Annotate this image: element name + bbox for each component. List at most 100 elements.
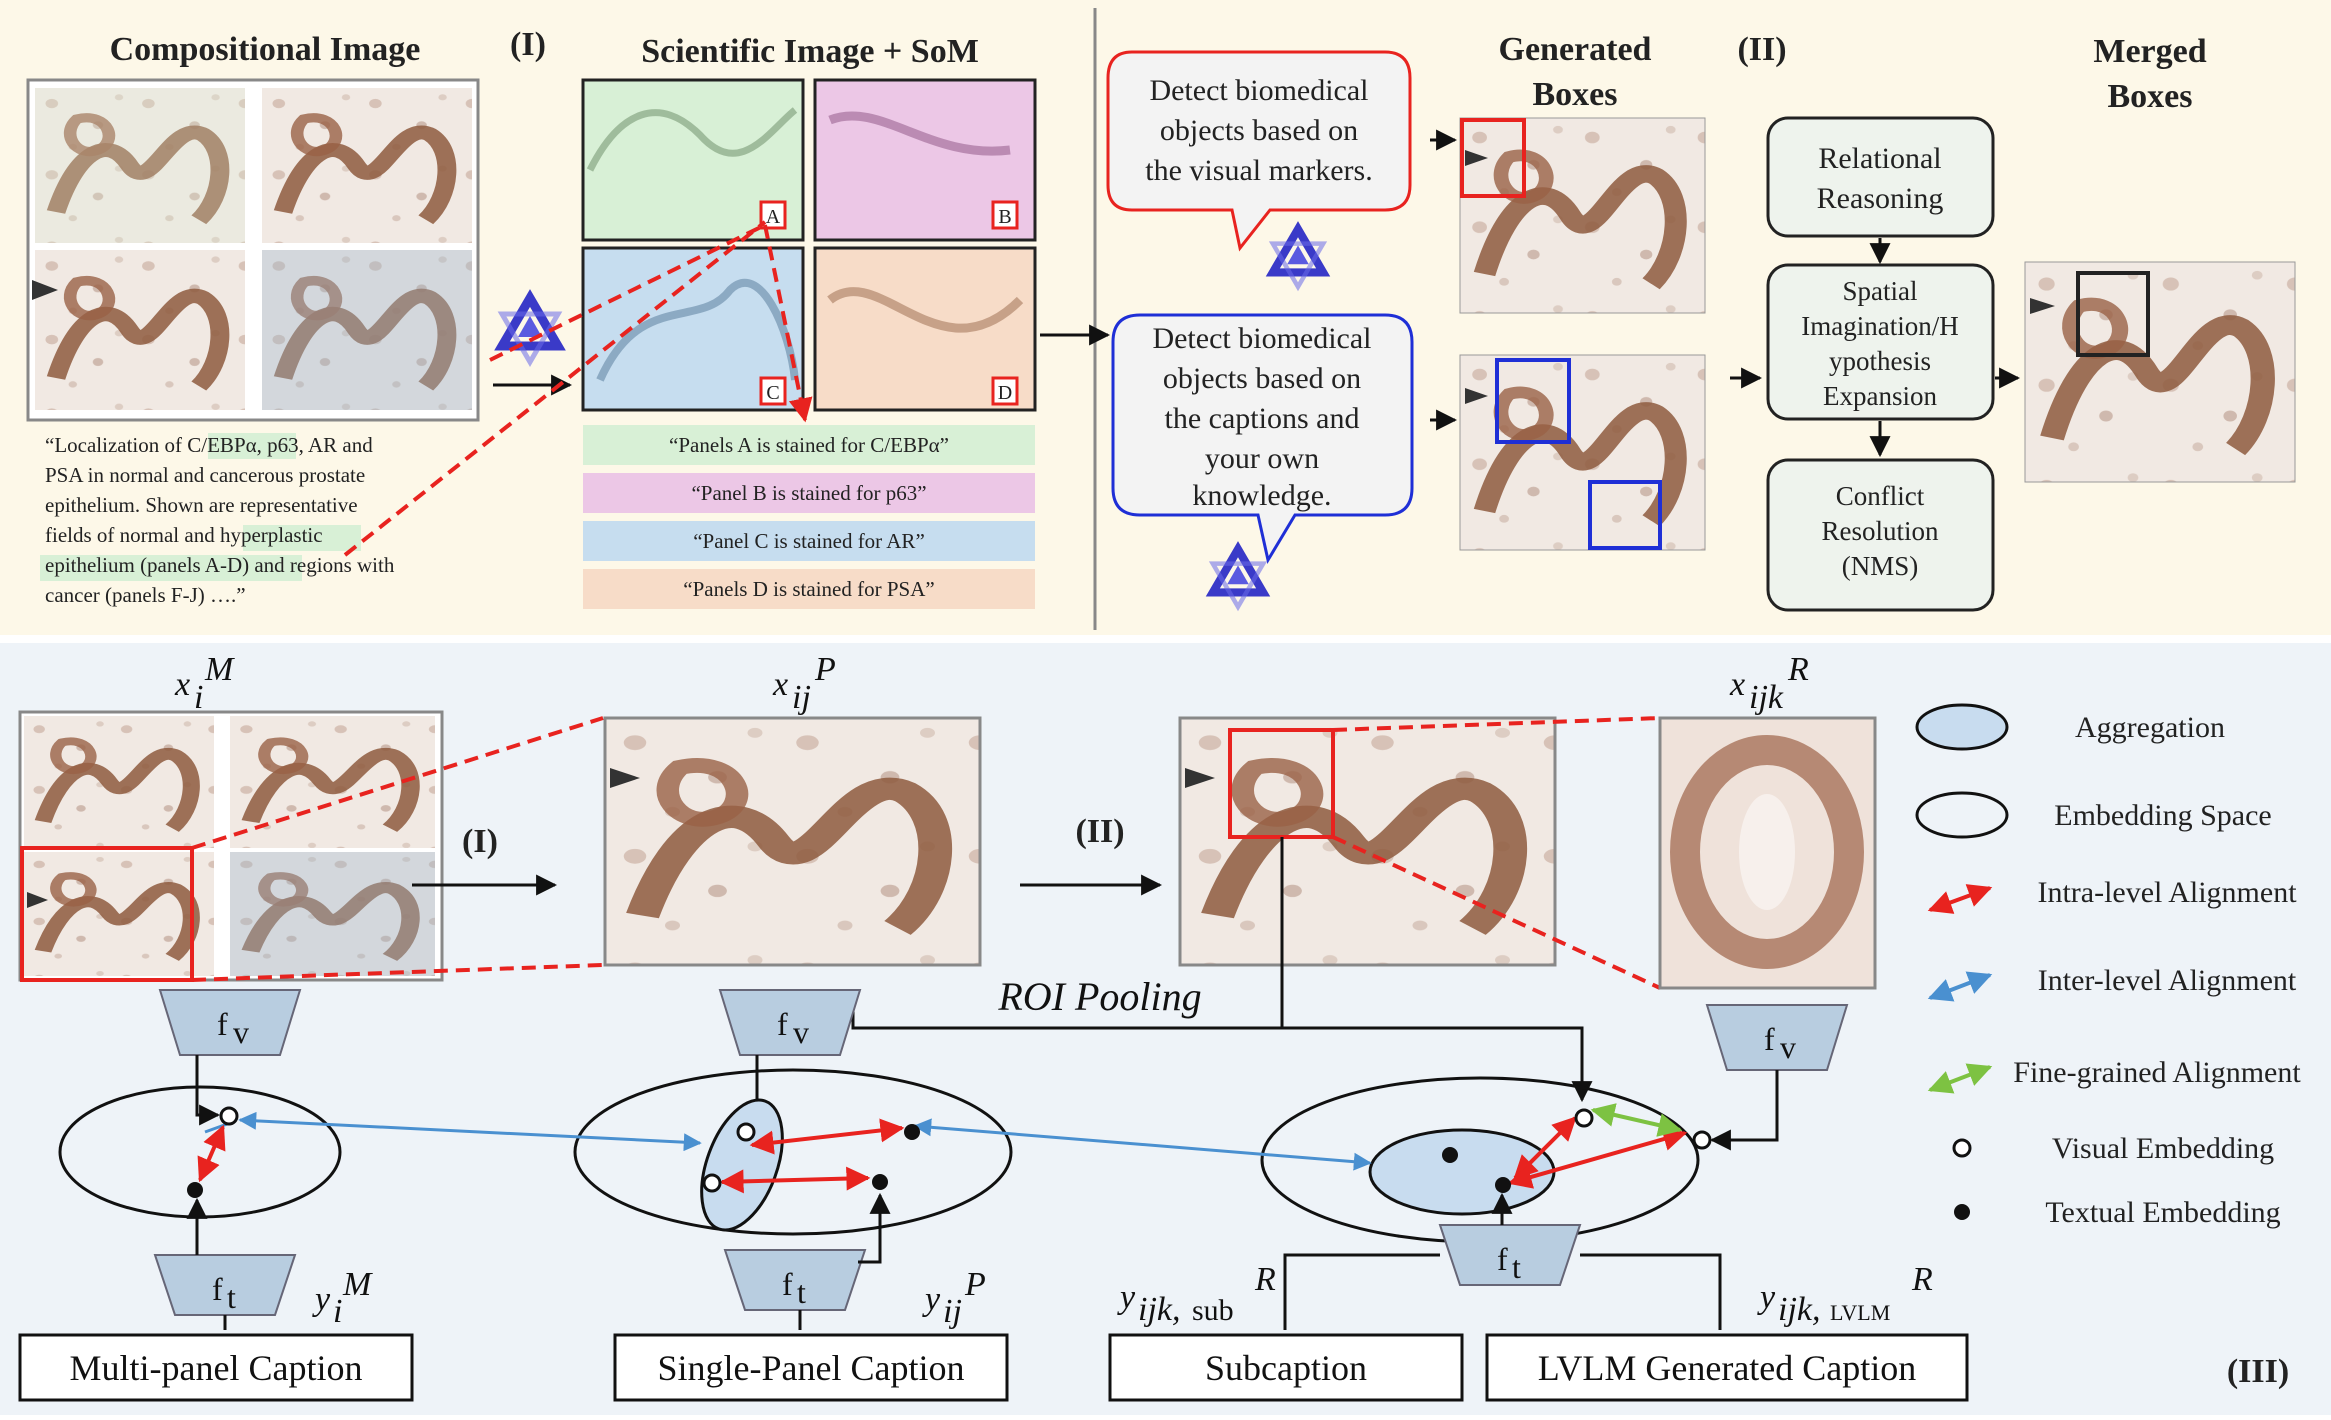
compositional-image <box>28 78 478 422</box>
som-title: Scientific Image + SoM <box>641 33 979 70</box>
visual-encoder-1: f v <box>158 989 302 1056</box>
svg-text:fields of normal and hyperplas: fields of normal and hyperplastic <box>45 523 323 547</box>
generated-boxes-title-line1: Generated <box>1499 31 1652 68</box>
svg-text:f: f <box>1497 1241 1508 1277</box>
legend-inter-swatch <box>1927 971 1993 1002</box>
som-image: A B C D <box>581 78 1037 412</box>
svg-text:knowledge.: knowledge. <box>1192 479 1331 512</box>
reasoning-step-3: Conflict Resolution (NMS) <box>1766 458 1995 612</box>
svg-text:x: x <box>1729 666 1745 703</box>
intra-level-arrow-2 <box>749 1118 905 1155</box>
svg-text:R: R <box>1787 651 1809 688</box>
panel-marker-a: A <box>766 206 781 228</box>
intra-level-arrow-5 <box>1507 1127 1688 1189</box>
svg-text:f: f <box>217 1006 228 1042</box>
text-encoder-3: f t <box>1438 1224 1582 1286</box>
svg-text:M: M <box>204 651 235 688</box>
caption-box-subcaption: Subcaption <box>1108 1333 1464 1402</box>
svg-text:x: x <box>772 666 788 703</box>
visual-embedding-3a <box>1574 1108 1594 1128</box>
svg-text:v: v <box>1780 1029 1796 1065</box>
tenc-branch-right <box>1580 1253 1722 1330</box>
inter-level-arrow-2 <box>913 1118 1372 1171</box>
svg-text:P: P <box>964 1266 986 1303</box>
reasoning-step-2: Spatial Imagination/H ypothesis Expansio… <box>1766 263 1995 421</box>
legend-embedding-space: Embedding Space <box>2054 799 2271 832</box>
zoom-line-2 <box>191 963 604 982</box>
fine-grained-arrow <box>1590 1103 1683 1137</box>
visual-embedding-3b <box>1692 1130 1712 1150</box>
svg-text:epithelium (panels A-D) and re: epithelium (panels A-D) and regions with <box>45 553 395 577</box>
svg-text:R: R <box>1911 1261 1933 1298</box>
svg-text:ijk,: ijk, <box>1778 1291 1820 1328</box>
svg-text:f: f <box>777 1006 788 1042</box>
zoom-line-3 <box>1332 716 1661 732</box>
svg-text:the captions and: the captions and <box>1165 402 1360 435</box>
legend-visual-embedding: Visual Embedding <box>2052 1132 2274 1165</box>
svg-text:Detect biomedical: Detect biomedical <box>1152 322 1371 355</box>
roi-crop-image <box>1658 716 1877 990</box>
svg-text:ij: ij <box>943 1293 962 1330</box>
svg-text:“Panels D is stained for PSA”: “Panels D is stained for PSA” <box>683 577 934 601</box>
panel-captions: “Panels A is stained for C/EBPα” “Panel … <box>583 425 1035 609</box>
textual-embedding-3a <box>1442 1147 1458 1163</box>
text-encoder-2: f t <box>723 1249 867 1311</box>
label-y-m: y i M <box>312 1266 373 1330</box>
svg-text:v: v <box>233 1014 249 1050</box>
tenc-branch-left <box>1283 1253 1440 1330</box>
merged-boxes-title-line2: Boxes <box>2108 78 2193 115</box>
marker-link-3 <box>763 224 813 423</box>
visual-embedding-2b <box>702 1173 722 1193</box>
svg-text:y: y <box>922 1281 941 1318</box>
svg-text:i: i <box>333 1293 342 1330</box>
svg-text:x: x <box>174 666 190 703</box>
caption-box-lvlm: LVLM Generated Caption <box>1485 1333 1969 1402</box>
svg-text:Expansion: Expansion <box>1823 381 1937 411</box>
svg-text:Imagination/H: Imagination/H <box>1801 311 1958 341</box>
legend-visual-swatch <box>1952 1138 1972 1158</box>
svg-text:PSA in normal and cancerous pr: PSA in normal and cancerous prostate <box>45 463 365 487</box>
svg-text:cancer (panels F-J) ….”: cancer (panels F-J) ….” <box>45 583 246 607</box>
svg-text:Single-Panel Caption: Single-Panel Caption <box>658 1348 965 1388</box>
inter-level-arrow-1 <box>238 1111 702 1152</box>
svg-text:y: y <box>312 1281 331 1318</box>
legend-intra-level: Intra-level Alignment <box>2037 876 2297 909</box>
svg-text:ij: ij <box>792 679 811 716</box>
svg-text:R: R <box>1254 1261 1276 1298</box>
merged-boxes-title-line1: Merged <box>2093 33 2206 70</box>
svg-text:Spatial: Spatial <box>1843 276 1918 306</box>
svg-text:f: f <box>212 1271 223 1307</box>
aggregation-3 <box>1368 1128 1556 1216</box>
label-y-lvlm: y ijk, LVLM R <box>1757 1261 1933 1328</box>
svg-text:ijk,: ijk, <box>1138 1291 1180 1328</box>
generated-image-1 <box>1460 118 1705 313</box>
svg-text:“Panel C is stained for AR”: “Panel C is stained for AR” <box>693 529 925 553</box>
bubble-captions-knowledge: Detect biomedical objects based on the c… <box>1111 313 1414 564</box>
svg-text:ypothesis: ypothesis <box>1829 346 1931 376</box>
svg-text:v: v <box>793 1014 809 1050</box>
bottom-label-iii: (III) <box>2227 1353 2289 1390</box>
zoom-line-4 <box>1332 835 1661 990</box>
textual-embedding-2a <box>904 1124 920 1140</box>
svg-text:y: y <box>1757 1279 1776 1316</box>
bubble-visual-markers: Detect biomedical objects based on the v… <box>1106 50 1412 252</box>
caption-box-single-panel: Single-Panel Caption <box>613 1333 1009 1402</box>
legend-aggregation: Aggregation <box>2075 711 2225 744</box>
svg-text:Multi-panel Caption: Multi-panel Caption <box>70 1348 363 1388</box>
svg-text:“Localization of C/EBPα, p63,: “Localization of C/EBPα, p63, AR and <box>45 433 373 457</box>
intra-level-arrow-1 <box>197 1124 226 1183</box>
visual-embedding-2a <box>736 1122 756 1142</box>
roi-source-image <box>1180 718 1555 965</box>
legend-embedding-swatch <box>1915 791 2009 839</box>
marker-link-2 <box>343 220 767 557</box>
svg-text:Conflict: Conflict <box>1836 481 1925 511</box>
panel-marker-d: D <box>998 382 1012 404</box>
textual-embedding-1 <box>187 1182 203 1198</box>
svg-text:LVLM: LVLM <box>1830 1300 1890 1325</box>
legend: Aggregation Embedding Space Intra-level … <box>1915 703 2301 1229</box>
svg-text:Relational: Relational <box>1818 142 1941 175</box>
textual-embedding-3b <box>1495 1177 1511 1193</box>
svg-text:the visual markers.: the visual markers. <box>1145 154 1372 187</box>
